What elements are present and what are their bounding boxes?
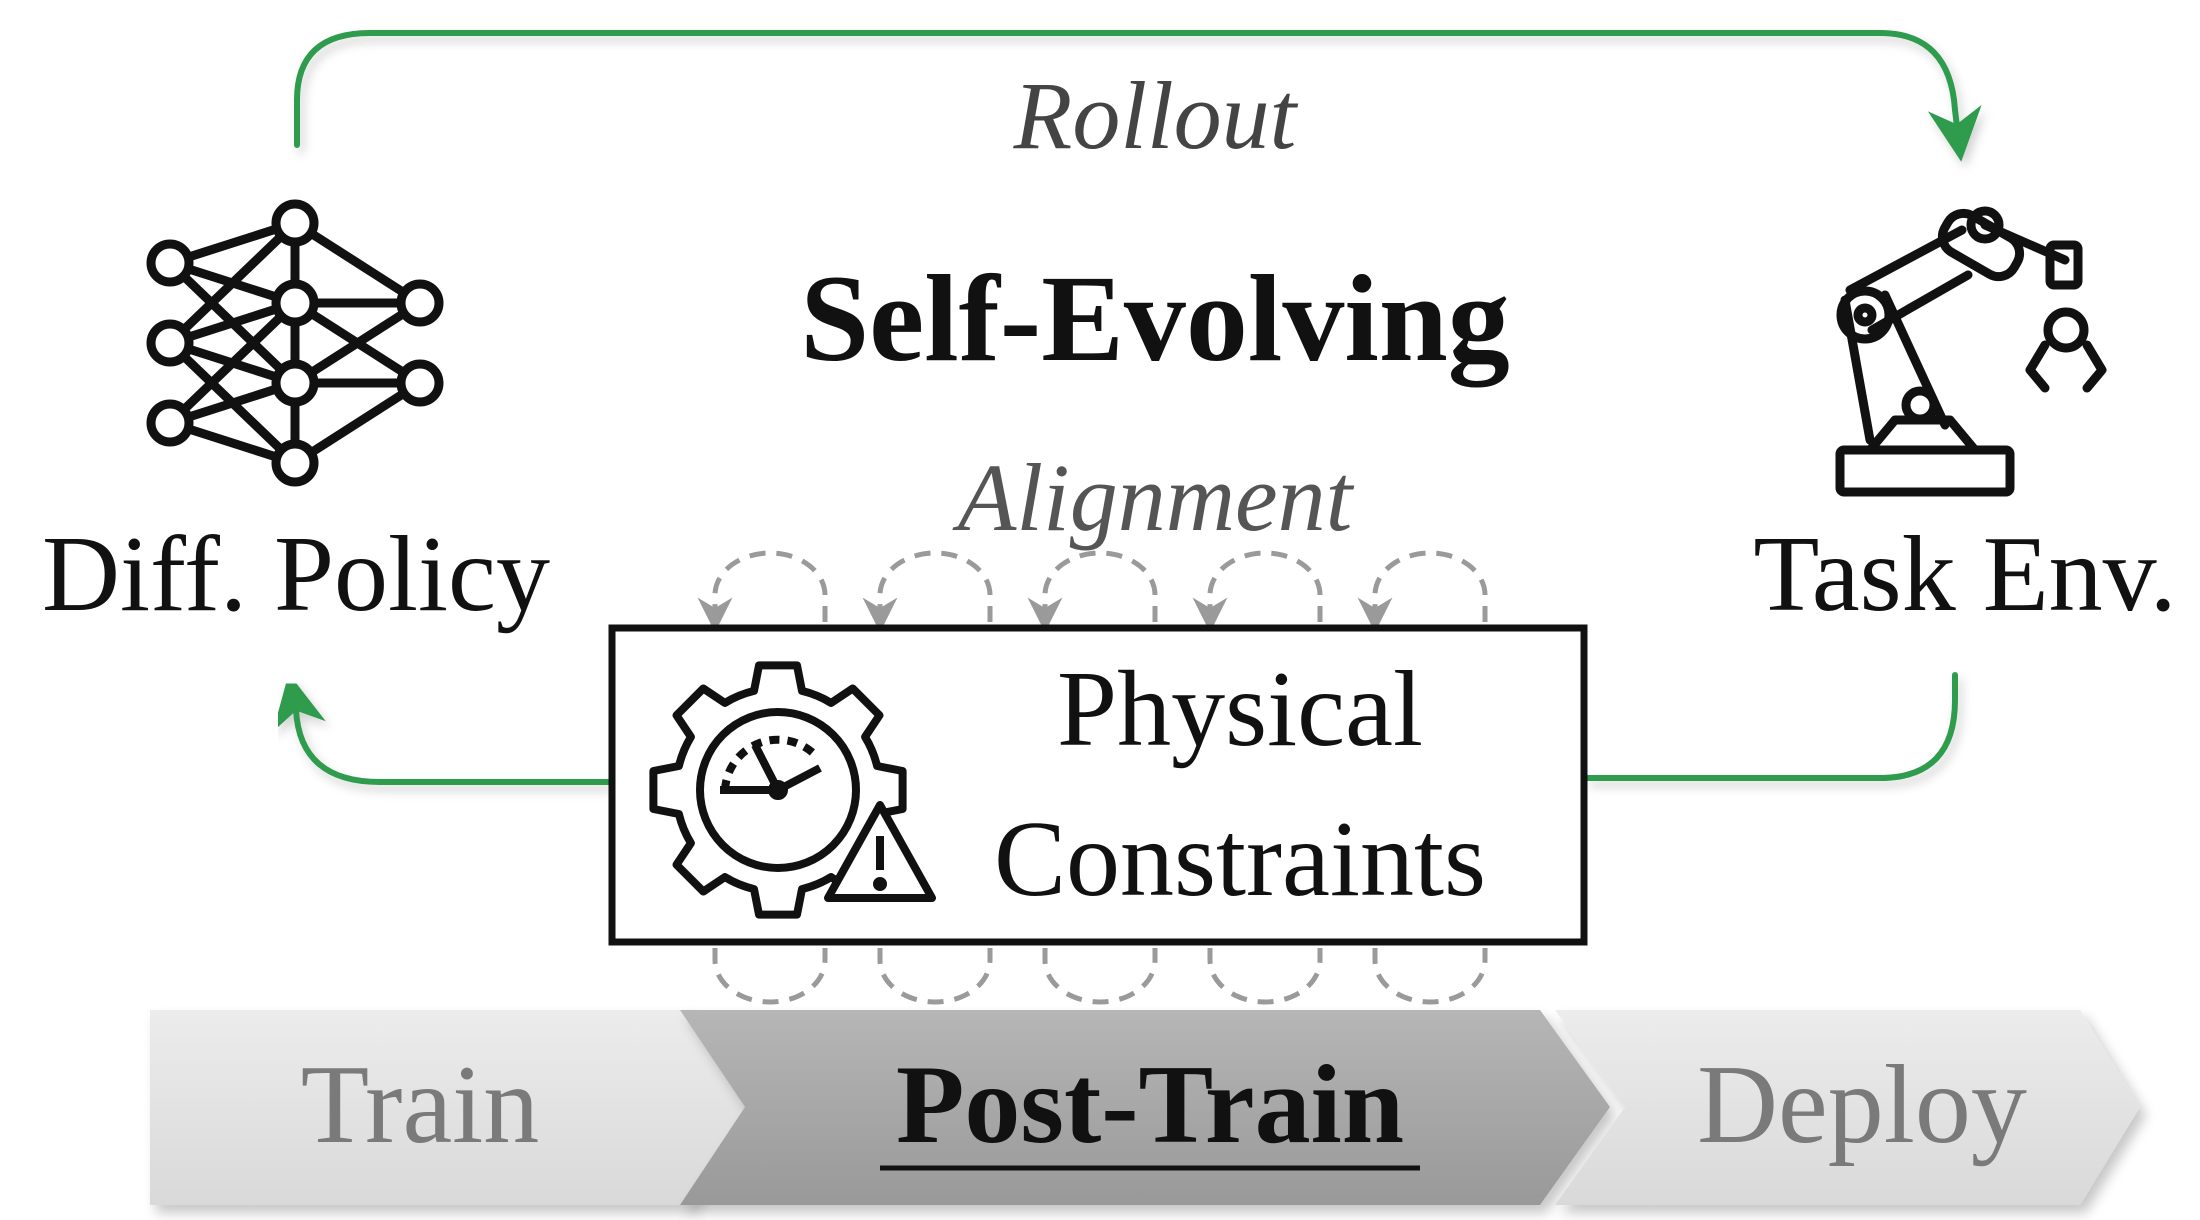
alignment-loop-top	[697, 550, 828, 633]
alignment-loop-bottom	[877, 948, 993, 1005]
neural-network-icon	[146, 199, 444, 487]
alignment-loop-bottom	[712, 948, 828, 1005]
feedback-loop	[272, 30, 1982, 785]
network-node	[271, 279, 319, 327]
rollout-arrow	[294, 30, 1982, 162]
constraints-node[interactable]: Physical Constraints	[608, 624, 1588, 946]
return-arrow-right	[1585, 672, 1958, 781]
env-node[interactable]: Task Env.	[1753, 206, 2177, 634]
alignment-loop-bottom	[1372, 948, 1488, 1005]
alignment-loop-top	[862, 550, 993, 633]
gear-outline	[649, 661, 907, 919]
alignment-loop-top	[1192, 550, 1323, 633]
robot-arm-icon	[1835, 206, 2107, 497]
policy-label: Diff. Policy	[42, 515, 550, 634]
stage-deploy-label: Deploy	[1697, 1043, 2027, 1167]
stage-post-train-chevron[interactable]	[680, 1010, 1610, 1205]
gear-gauge-warning-icon	[649, 661, 936, 919]
stage-deploy-chevron[interactable]	[1555, 1010, 2140, 1205]
network-node	[396, 359, 444, 407]
constraints-label-line2: Constraints	[994, 800, 1486, 919]
alignment-loops	[697, 550, 1488, 1005]
stage-train-label: Train	[301, 1043, 540, 1167]
return-arrow-left	[272, 673, 611, 785]
policy-node[interactable]: Diff. Policy	[42, 199, 550, 634]
network-node	[146, 399, 194, 447]
stage-post-train-label: Post-Train	[896, 1043, 1404, 1167]
pipeline: Train Post-Train Deploy	[150, 1010, 2140, 1205]
alignment-label: Alignment	[952, 444, 1355, 551]
network-node	[146, 319, 194, 367]
network-node	[146, 239, 194, 287]
rollout-label: Rollout	[1013, 62, 1299, 169]
alignment-loop-bottom	[1042, 948, 1158, 1005]
network-node	[396, 279, 444, 327]
network-node	[271, 359, 319, 407]
self-evolving-title: Self-Evolving	[800, 250, 1510, 388]
stage-train-chevron[interactable]	[150, 1010, 750, 1205]
alignment-loop-top	[1357, 550, 1488, 633]
network-node	[271, 199, 319, 247]
network-node	[271, 439, 319, 487]
alignment-loop-bottom	[1207, 948, 1323, 1005]
constraints-label-line1: Physical	[1057, 650, 1423, 769]
alignment-loop-top	[1027, 550, 1158, 633]
env-label: Task Env.	[1753, 515, 2176, 634]
